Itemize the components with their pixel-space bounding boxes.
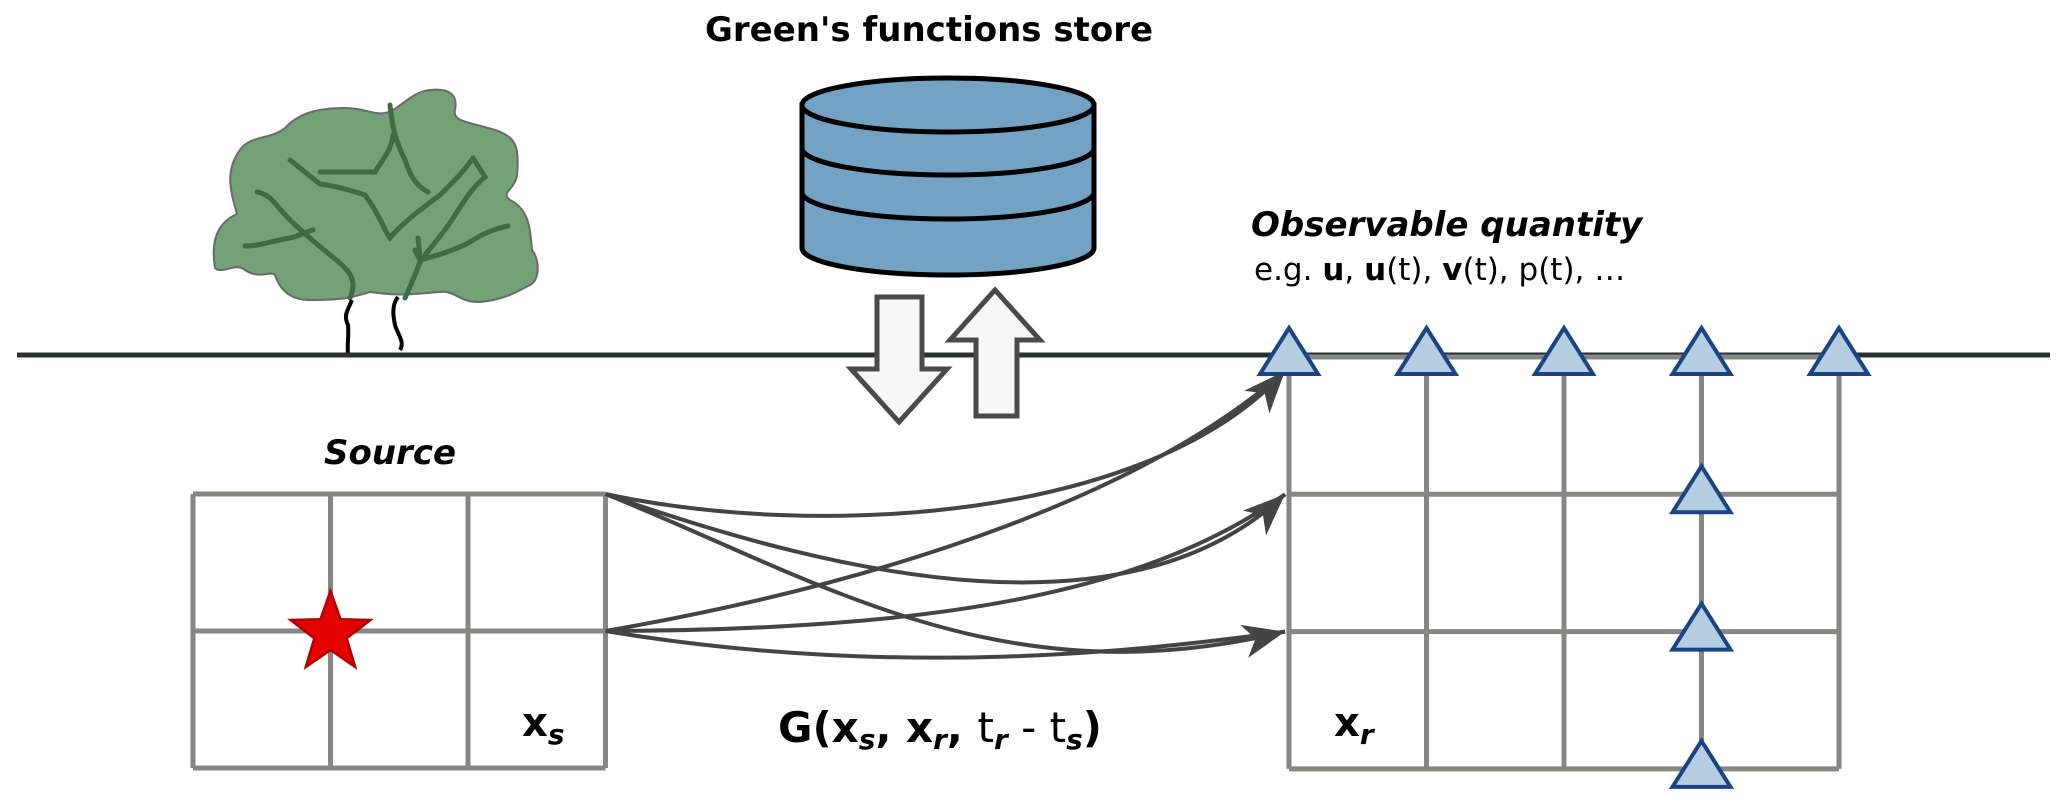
tree-branch (317, 132, 396, 175)
triangle-station-icon (1393, 324, 1460, 376)
observable-text: , (1344, 252, 1365, 288)
ray-path (605, 629, 1286, 660)
observable-subtitle: e.g. u, u(t), v(t), p(t), … (1254, 252, 1625, 288)
observable-vector-symbol: u (1322, 252, 1345, 288)
database-body (799, 102, 1097, 278)
database-icon (799, 75, 1097, 278)
tree-branch (415, 235, 423, 261)
formula-arg-main: x (831, 703, 859, 752)
source-title: Source (324, 433, 457, 473)
star-icon (287, 587, 374, 671)
source-label-main: x (522, 700, 548, 746)
tree-branch (402, 155, 489, 301)
observable-text: e.g. (1254, 252, 1323, 288)
tree-icon (212, 88, 539, 355)
greens-function-formula: G(xs, xr, tr - ts) (778, 703, 1102, 756)
triangle-station-icon (1668, 737, 1735, 789)
ray-path (605, 492, 1287, 633)
tree-branch (387, 102, 431, 195)
formula-arg-main: x (906, 703, 934, 752)
arrow-up-icon (944, 286, 1046, 419)
formula-arg-subscript: r (933, 723, 947, 756)
database-band-2 (799, 191, 1097, 222)
ray-path (604, 492, 1287, 585)
ray-path (604, 492, 1286, 654)
tree-branch (242, 227, 316, 249)
triangle-station-icon (1668, 599, 1735, 652)
formula-arg-main: t (977, 703, 994, 752)
receiver-position-label: xr (1334, 700, 1374, 751)
observable-vector-symbol: u (1364, 252, 1387, 288)
ray-path (605, 369, 1287, 633)
stations (1256, 324, 1872, 789)
arrow-down-icon (845, 294, 953, 426)
formula-arg-subscript: r (993, 723, 1008, 756)
formula-arg-subscript: s (858, 723, 876, 756)
receiver-grid (1286, 354, 1842, 772)
triangle-station-icon (1668, 324, 1735, 376)
database-top (799, 75, 1097, 135)
arrowhead (1240, 624, 1285, 658)
arrowhead (1244, 371, 1285, 414)
database-band-1 (799, 147, 1097, 178)
triangle-station-icon (1256, 324, 1322, 376)
tree-branch (254, 189, 356, 301)
ray-path (605, 369, 1287, 518)
formula-suffix: ) (1082, 703, 1102, 752)
tree-branches (242, 102, 511, 301)
formula-separator: , (875, 703, 907, 752)
store-title: Green's functions store (705, 10, 1154, 50)
triangle-station-icon (1806, 324, 1872, 376)
formula-prefix: G( (778, 703, 832, 752)
receiver-label-sub: r (1359, 718, 1374, 751)
observable-text: (t), p(t), … (1462, 252, 1626, 288)
tree-trunk-right (391, 295, 404, 352)
receiver-label-main: x (1334, 700, 1360, 746)
formula-arg-main: t (1049, 703, 1067, 752)
arrowhead (1242, 494, 1285, 536)
tree-trunk-left (343, 299, 354, 355)
triangle-station-icon (1531, 324, 1597, 376)
tree-branch (412, 223, 511, 263)
tree-branch (287, 155, 476, 243)
formula-operator: - (1007, 703, 1050, 752)
source-label-sub: s (547, 718, 565, 751)
ray-paths (604, 369, 1287, 660)
triangle-station-icon (1668, 462, 1735, 515)
formula-separator: , (946, 703, 978, 752)
observable-title: Observable quantity (1251, 205, 1643, 245)
observable-vector-symbol: v (1442, 252, 1463, 288)
observable-text: (t), (1386, 252, 1443, 288)
source-position-label: xs (522, 700, 564, 751)
formula-arg-subscript: s (1066, 723, 1083, 756)
